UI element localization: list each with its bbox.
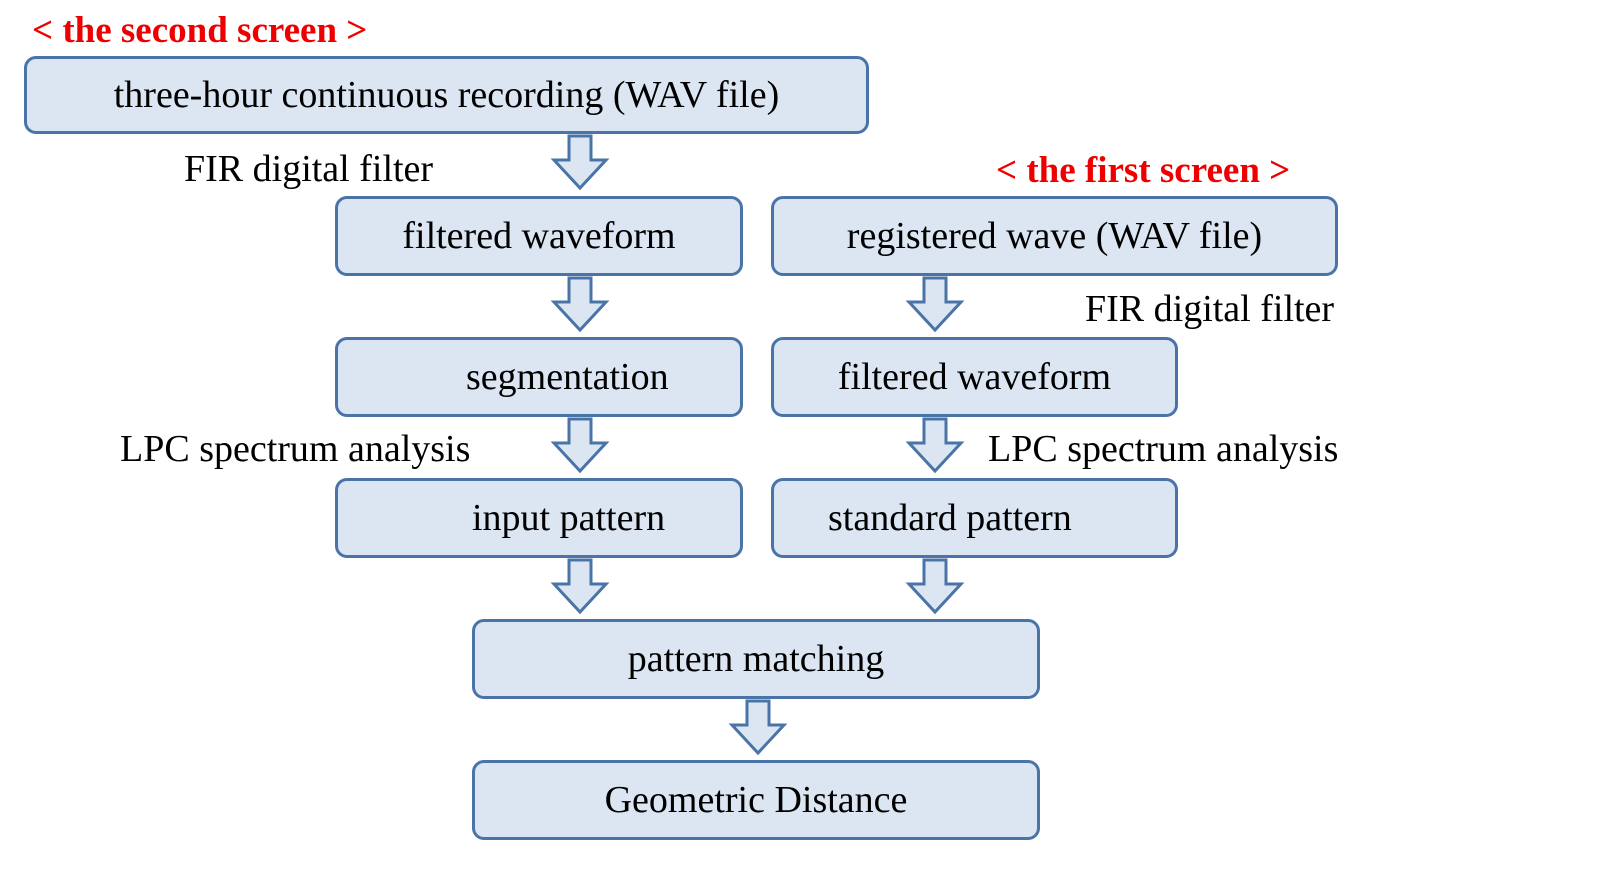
down-arrow-icon bbox=[550, 276, 610, 333]
down-arrow-icon bbox=[550, 134, 610, 191]
lpc-analysis-label-right: LPC spectrum analysis bbox=[988, 428, 1339, 470]
down-arrow-icon bbox=[550, 558, 610, 615]
registered-wave-box: registered wave (WAV file) bbox=[771, 196, 1338, 276]
filtered-waveform-label-left: filtered waveform bbox=[402, 215, 676, 257]
registered-wave-label: registered wave (WAV file) bbox=[846, 215, 1263, 257]
down-arrow-icon bbox=[905, 276, 965, 333]
standard-pattern-label: standard pattern bbox=[828, 497, 1072, 539]
geometric-distance-label: Geometric Distance bbox=[604, 779, 908, 821]
input-pattern-box: input pattern bbox=[335, 478, 743, 558]
lpc-analysis-label-left: LPC spectrum analysis bbox=[120, 428, 471, 470]
first-screen-heading: < the first screen > bbox=[996, 150, 1291, 191]
segmentation-box: segmentation bbox=[335, 337, 743, 417]
filtered-waveform-box-right: filtered waveform bbox=[771, 337, 1178, 417]
down-arrow-icon bbox=[550, 417, 610, 474]
pattern-matching-label: pattern matching bbox=[627, 638, 885, 680]
input-pattern-label: input pattern bbox=[472, 497, 666, 539]
fir-filter-label-left: FIR digital filter bbox=[184, 148, 434, 190]
down-arrow-icon bbox=[905, 417, 965, 474]
standard-pattern-box: standard pattern bbox=[771, 478, 1178, 558]
recording-label: three-hour continuous recording (WAV fil… bbox=[113, 74, 780, 116]
second-screen-heading: < the second screen > bbox=[32, 10, 368, 51]
recording-box: three-hour continuous recording (WAV fil… bbox=[24, 56, 869, 134]
fir-filter-label-right: FIR digital filter bbox=[1085, 288, 1335, 330]
down-arrow-icon bbox=[905, 558, 965, 615]
geometric-distance-box: Geometric Distance bbox=[472, 760, 1040, 840]
filtered-waveform-box-left: filtered waveform bbox=[335, 196, 743, 276]
pattern-matching-box: pattern matching bbox=[472, 619, 1040, 699]
down-arrow-icon bbox=[728, 699, 788, 756]
segmentation-label: segmentation bbox=[466, 356, 669, 398]
filtered-waveform-label-right: filtered waveform bbox=[837, 356, 1112, 398]
